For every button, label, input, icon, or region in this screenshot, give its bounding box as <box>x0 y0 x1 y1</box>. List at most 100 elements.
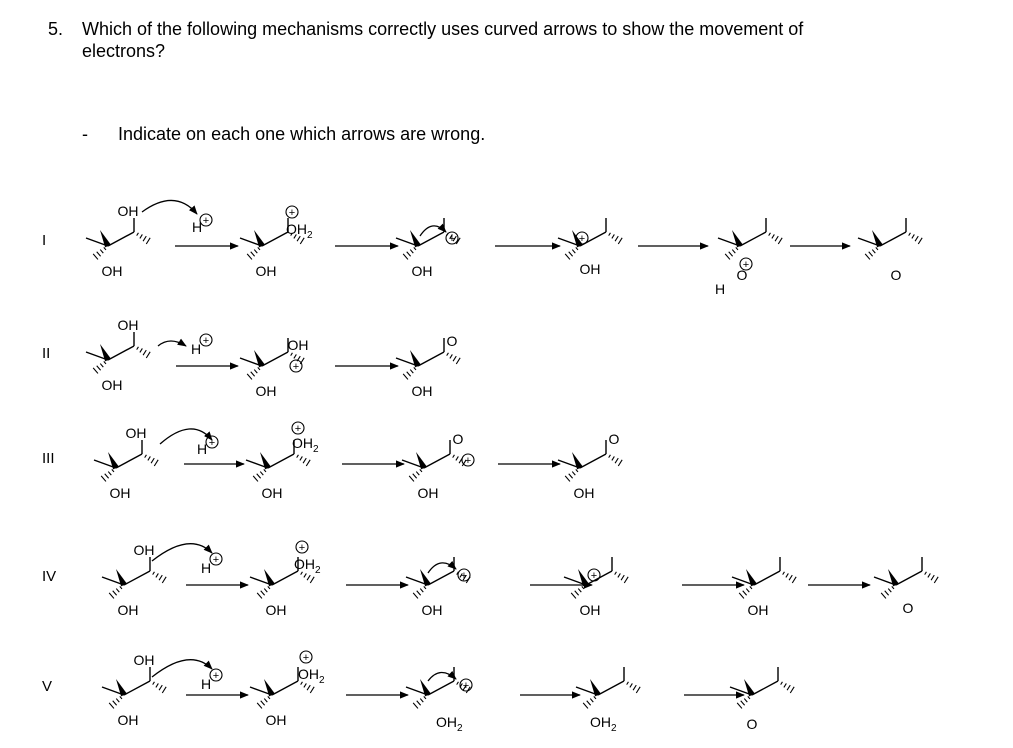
hash-mark <box>891 586 895 590</box>
bond <box>249 686 273 696</box>
hash-mark <box>635 686 641 694</box>
hash-mark <box>402 253 409 260</box>
hash-mark <box>142 349 147 356</box>
hash-mark <box>455 456 459 461</box>
hashed-bond <box>92 247 107 260</box>
bond <box>879 231 907 247</box>
hash-mark <box>299 237 305 245</box>
oxygen-label: O <box>737 267 748 283</box>
hashed-bond <box>738 586 753 599</box>
hashed-bond <box>296 454 311 467</box>
hashed-bond <box>152 571 167 584</box>
proton-label: H <box>201 676 211 692</box>
hash-mark <box>419 698 424 703</box>
positive-charge: + <box>457 568 471 582</box>
hydroxyl-label: OH <box>574 485 595 501</box>
instruction-dash: - <box>82 124 88 144</box>
positive-charge: + <box>289 359 303 373</box>
hashed-bond <box>608 232 623 245</box>
hashed-bond <box>614 571 629 584</box>
hash-mark <box>296 235 301 242</box>
water-group: OH2 <box>590 714 617 734</box>
hash-mark <box>119 696 123 700</box>
wedge-bond <box>100 230 111 248</box>
question: 5.Which of the following mechanisms corr… <box>48 18 968 62</box>
hash-mark <box>309 576 315 584</box>
charge-circle <box>459 678 473 692</box>
hash-mark <box>259 471 264 476</box>
hash-mark <box>575 469 579 473</box>
hash-mark <box>246 253 253 260</box>
hash-mark <box>161 576 167 584</box>
hydroxyl-label: OH <box>102 377 123 393</box>
hash-mark <box>256 473 262 479</box>
hash-mark <box>462 684 467 691</box>
bond <box>405 576 429 586</box>
hash-mark <box>617 237 623 245</box>
hash-mark <box>571 249 576 254</box>
hash-mark <box>465 686 471 694</box>
bond <box>753 570 781 586</box>
hash-mark <box>724 253 731 260</box>
plus-sign: + <box>289 207 295 219</box>
water-leaving-group: OH2 <box>294 556 321 576</box>
hash-mark <box>736 702 743 709</box>
hash-mark <box>617 459 623 467</box>
bond <box>101 576 125 586</box>
hash-mark <box>402 373 409 380</box>
hash-mark <box>303 683 307 688</box>
hash-mark <box>452 454 455 458</box>
hash-mark <box>145 351 151 359</box>
hash-mark <box>789 686 795 694</box>
plus-sign: + <box>579 233 585 245</box>
hash-mark <box>263 588 268 593</box>
hash-mark <box>103 361 107 365</box>
positive-charge: + <box>205 435 219 449</box>
hash-mark <box>917 237 923 245</box>
hash-mark <box>908 232 911 236</box>
plus-sign: + <box>465 455 471 467</box>
plus-sign: + <box>303 652 309 664</box>
proton-label: H <box>201 560 211 576</box>
hash-mark <box>593 696 597 700</box>
hash-mark <box>780 681 783 685</box>
charge-circle <box>587 568 601 582</box>
bond <box>873 576 897 586</box>
bond <box>123 680 151 696</box>
hash-mark <box>161 686 167 694</box>
hashed-bond <box>724 247 739 260</box>
hash-mark <box>924 571 927 575</box>
bond <box>101 686 125 696</box>
hashed-bond <box>100 469 115 482</box>
wedge-bond <box>116 569 127 587</box>
charge-circle <box>739 257 753 271</box>
hashed-bond <box>402 247 417 260</box>
hash-mark <box>586 700 592 706</box>
hash-mark <box>738 592 745 599</box>
hash-mark <box>785 573 789 578</box>
hydroxyl-label: OH <box>118 602 139 618</box>
bond <box>579 453 607 469</box>
wedge-bond <box>416 452 427 470</box>
hash-mark <box>263 698 268 703</box>
hash-mark <box>92 253 99 260</box>
positive-charge: + <box>459 678 473 692</box>
hash-mark <box>263 469 267 473</box>
hydroxyl-label: OH <box>256 263 277 279</box>
hashed-bond <box>290 232 305 245</box>
bond <box>751 680 779 696</box>
plus-sign: + <box>209 437 215 449</box>
hashed-bond <box>256 696 271 709</box>
bond <box>557 459 581 469</box>
hydroxyl-label: OH <box>412 383 433 399</box>
instruction: -Indicate on each one which arrows are w… <box>82 124 485 145</box>
hash-mark <box>267 586 271 590</box>
hashed-bond <box>300 571 315 584</box>
hash-mark <box>416 590 422 596</box>
carbonyl-oxygen-label: O <box>447 333 458 349</box>
hash-mark <box>260 700 266 706</box>
hydroxyl-label: OH <box>110 485 131 501</box>
plus-sign: + <box>299 542 305 554</box>
hash-mark <box>735 247 739 251</box>
hashed-bond <box>608 454 623 467</box>
